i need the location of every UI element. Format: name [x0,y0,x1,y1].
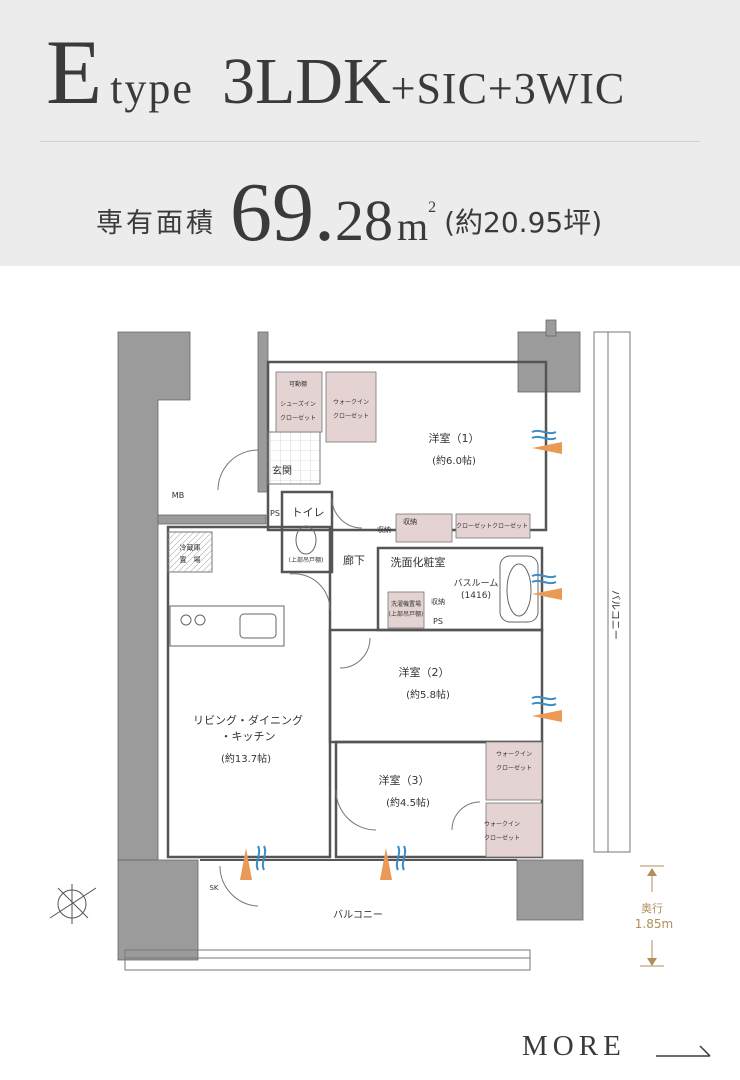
balcony-right: バルコニー [609,590,621,640]
closet-a: クローゼット [456,522,492,530]
type-word: type [110,64,194,113]
room-1-size: (約6.0帖) [432,454,476,467]
airflow-marks [240,429,562,880]
closet-boxes [275,371,543,858]
structural-walls [117,319,584,961]
area-unit: m [397,204,429,249]
area-unit-sup: 2 [428,199,437,216]
shoes-closet-2: クローゼット [280,414,316,422]
kitchen-counter [169,605,285,647]
room-3-name: 洋室（3） [379,773,430,787]
ps-label-1: PS [270,509,280,518]
storage-1: 収納 [377,525,391,534]
room-2-size: (約5.8帖) [406,688,450,701]
type-letter: E [46,21,103,123]
washer-2: (上部吊戸棚) [389,610,424,618]
wic-top-2: クローゼット [333,412,369,420]
depth-value: 1.85m [635,917,673,931]
floor-plan: 洋室（1） (約6.0帖) 洋室（2） (約5.8帖) 洋室（3） (約4.5帖… [49,319,673,971]
hallway: 廊下 [343,553,365,567]
bathroom-size: (1416) [461,591,491,601]
compass-icon [49,884,97,924]
room-2-name: 洋室（2） [399,665,450,679]
fridge-space [167,531,213,573]
bathroom-name: バスルーム [454,578,499,589]
area-label: 専有面積 [96,208,216,239]
balcony-bottom: バルコニー [333,909,383,921]
room-1-name: 洋室（1） [429,431,480,445]
powder-room: 洗面化粧室 [391,555,446,569]
title-divider [40,141,700,142]
entrance-floor [267,431,321,485]
layout-name: 3LDK [221,45,391,118]
depth-dimension [640,865,664,967]
entrance: 玄関 [272,464,292,477]
header-panel [0,0,740,266]
toilet-room: トイレ [292,506,325,519]
storage-2: 収納 [431,597,445,606]
wic-r3a-2: クローゼット [496,764,532,772]
sk-label: SK [209,884,218,892]
fridge-2: 置 場 [180,555,201,564]
arrow-right-icon[interactable] [656,1044,712,1058]
more-link[interactable]: MORE [522,1030,626,1062]
shoes-closet-1: シューズイン [280,400,316,408]
ps-label-2: PS [433,617,443,626]
area-value-int: 69. [230,166,335,259]
toilet-shelf: (上部吊戸棚) [289,556,324,564]
wic-r3b-2: クローゼット [484,834,520,842]
ldk-size: (約13.7帖) [221,752,271,765]
depth-label: 奥行 [641,901,663,915]
room-3-size: (約4.5帖) [386,796,430,809]
wic-r3a-1: ウォークイン [496,750,532,758]
fridge-1: 冷蔵庫 [180,543,201,552]
closet-b: クローゼット [492,522,528,530]
washer-1: 洗濯機置場 [391,600,421,608]
wic-r3b-1: ウォークイン [484,820,520,828]
bathtub [499,555,539,623]
storage-3: 収納 [403,517,417,526]
area-value-dec: 28 [335,188,393,253]
area-tsubo: (約20.95坪) [444,206,603,239]
layout-extras: +SIC+3WIC [390,64,626,113]
ldk-name-2: ・キッチン [221,730,276,743]
movable-shelf: 可動棚 [289,380,307,388]
ldk-name-1: リビング・ダイニング [193,713,303,727]
balcony-rails [124,331,631,971]
wic-top-1: ウォークイン [333,398,369,406]
mb-label: MB [172,491,184,500]
toilet-fixture [295,525,317,555]
doors [217,449,481,907]
